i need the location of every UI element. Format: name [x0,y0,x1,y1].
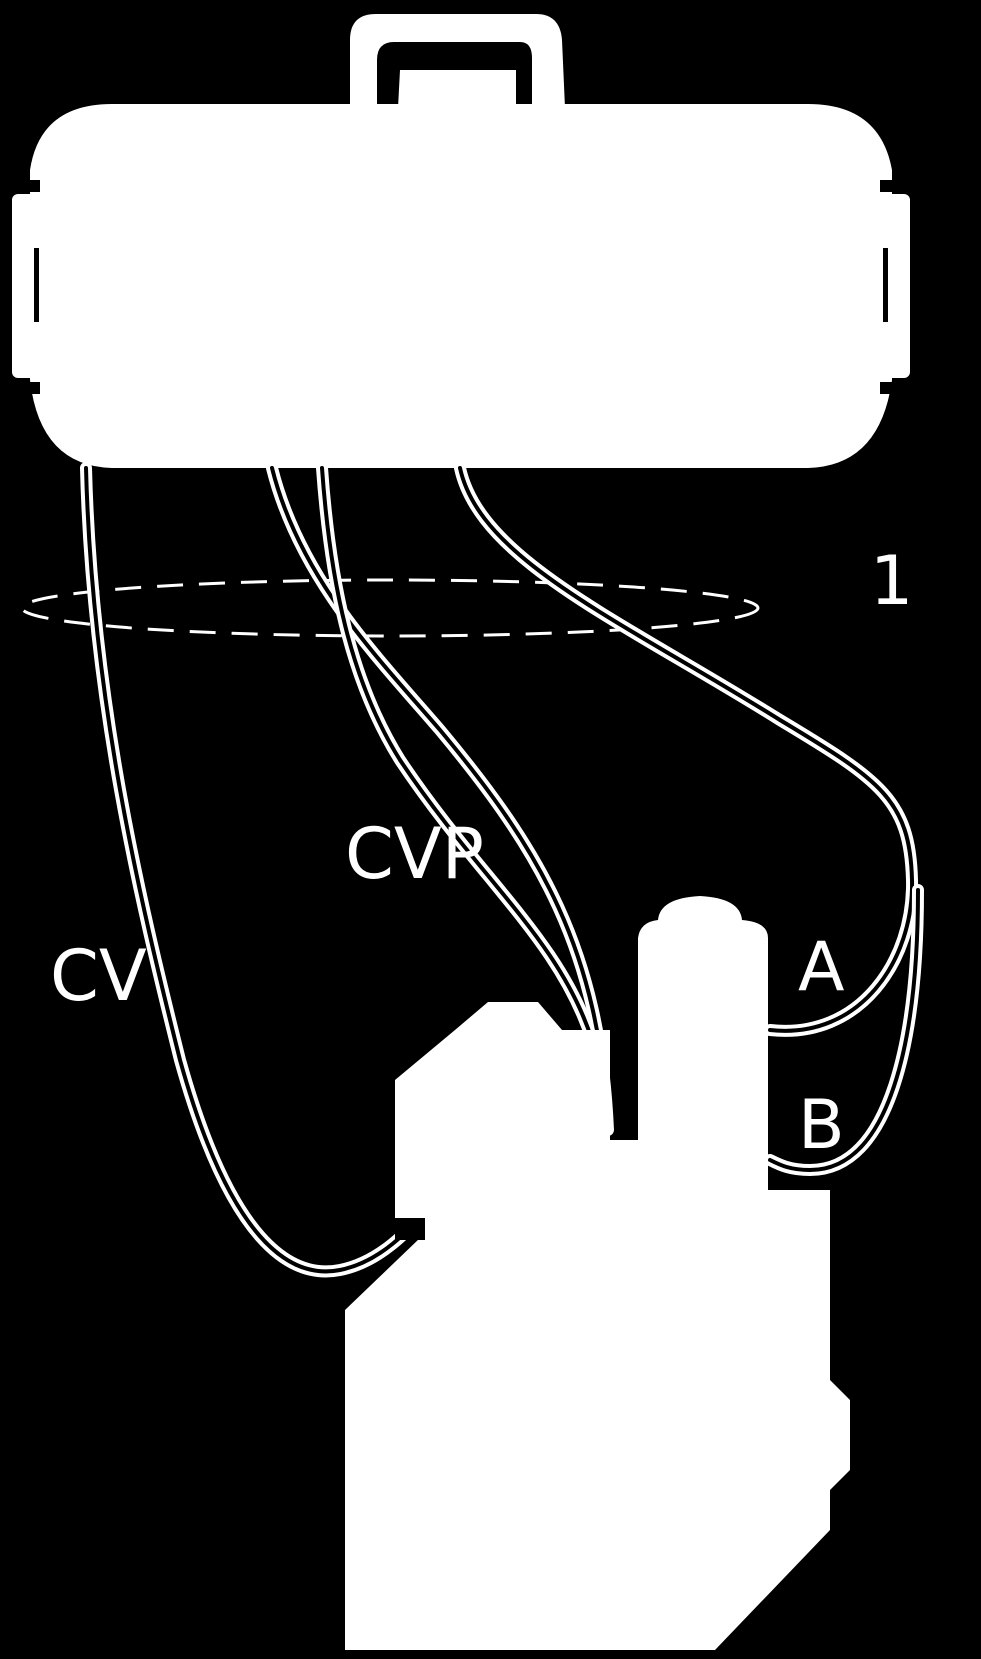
hose-b-core [768,888,920,1173]
hose-cvp-secondary-core [320,466,594,1042]
canister-notch [26,180,40,192]
valve-left-step [395,1218,425,1240]
label-port-b: B [798,1086,845,1165]
canister [12,14,910,468]
hose-a-core [458,466,915,1033]
hose-cvp-core [270,466,610,1132]
canister-bracket-slot [377,42,532,108]
section-line-1 [20,578,760,638]
hoses [80,462,924,1278]
canister-left-flange [12,194,42,378]
canister-right-flange [880,194,910,378]
canister-left-flange-mark [34,248,39,322]
label-section-1: 1 [870,542,913,621]
label-port-a: A [798,928,845,1007]
hose-cv-core [84,466,432,1274]
label-cv: CV [50,935,147,1017]
label-cvp: CVP [345,813,484,895]
valve-assembly [345,896,850,1650]
valve-upper-stack [638,896,768,1190]
canister-notch [880,180,894,192]
valve-main-block [345,1002,850,1650]
canister-notch [26,382,40,394]
canister-notch [880,382,894,394]
canister-body [30,104,892,468]
canister-right-flange-mark [883,248,888,322]
